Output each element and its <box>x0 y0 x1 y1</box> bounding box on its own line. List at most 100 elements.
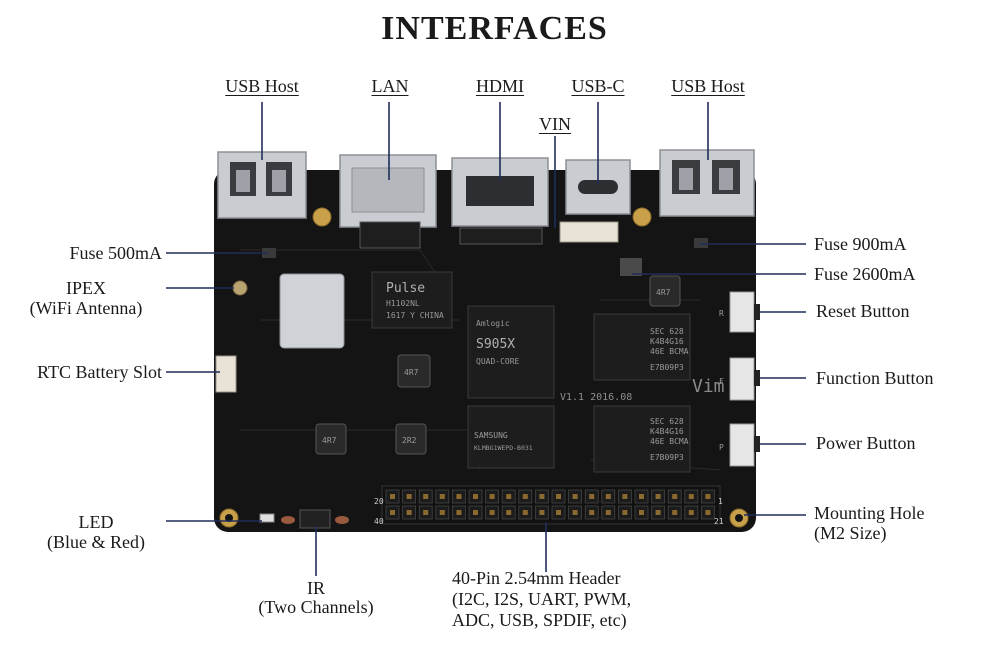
ram-chip-top: SEC 628 K4B4G16 46E BCMA E7B09P3 <box>593 313 691 381</box>
header-pin-tip <box>672 510 678 515</box>
header-pin-tip <box>705 510 711 515</box>
emmc-chip: SAMSUNG KLMBG1WEPD-B031 <box>467 405 555 469</box>
pulse-part: H1102NL <box>386 299 420 308</box>
header-pin-tip <box>522 510 528 515</box>
label-mounting-hole: Mounting Hole <box>814 503 925 523</box>
board-version: V1.1 2016.08 <box>560 392 632 403</box>
header-pin-tip <box>406 510 412 515</box>
header-pin-tip <box>489 494 495 499</box>
inductor-label: 4R7 <box>322 436 337 445</box>
header-pin-tip <box>589 494 595 499</box>
function-button <box>729 357 760 401</box>
label-ir-sub: (Two Channels) <box>258 597 374 617</box>
header-pin-tip <box>489 510 495 515</box>
header-pin-tip <box>572 494 578 499</box>
label-40-pin-header-sub1: (I2C, I2S, UART, PWM, <box>452 589 632 609</box>
usb-host-left-connector <box>217 151 307 219</box>
ram-chip-bottom: SEC 628 K4B4G16 46E BCMA E7B09P3 <box>593 405 691 473</box>
header-pin-tip <box>473 510 478 515</box>
emmc-label: KLMBG1WEPD-B031 <box>474 444 533 452</box>
header-pin-tip <box>639 494 644 499</box>
label-vin: VIN <box>539 114 571 134</box>
header-pin-tip <box>506 494 512 499</box>
label-usb-host-left: USB Host <box>225 76 299 96</box>
soc-brand: Amlogic <box>476 319 510 328</box>
pulse-code: 1617 Y CHINA <box>386 311 444 320</box>
label-ipex: IPEX <box>66 278 106 298</box>
label-led: LED <box>78 512 114 532</box>
emmc-label: SAMSUNG <box>474 431 508 440</box>
header-pin-tip <box>456 494 462 499</box>
header-pin-tip <box>639 510 644 515</box>
ram-label: K4B4G16 <box>650 427 684 436</box>
label-rtc-battery-slot: RTC Battery Slot <box>37 362 162 382</box>
ir-receiver <box>281 509 349 529</box>
header-pin-tip <box>688 494 694 499</box>
inductor-label: 4R7 <box>656 288 671 297</box>
label-hdmi: HDMI <box>476 76 524 96</box>
fuse-2600ma <box>620 258 642 276</box>
soc-model: S905X <box>476 337 515 352</box>
label-function-button: Function Button <box>816 368 934 388</box>
ram-label: 46E BCMA <box>650 347 689 356</box>
page-title: INTERFACES <box>381 10 608 47</box>
leader-lines <box>166 102 806 576</box>
header-pin-tip <box>556 494 561 499</box>
inductor <box>315 423 347 455</box>
fuse-500ma <box>262 248 276 258</box>
header-pin-tip <box>556 510 561 515</box>
header-pin-tip <box>605 494 611 499</box>
pulse-transformer: Pulse H1102NL 1617 Y CHINA <box>371 271 453 329</box>
soc-chip: Amlogic S905X QUAD-CORE <box>467 305 555 399</box>
label-mounting-hole-sub: (M2 Size) <box>814 523 887 543</box>
mounting-hole-top-left <box>312 207 332 227</box>
pulse-brand: Pulse <box>386 281 425 296</box>
board-name: Vim <box>692 376 725 397</box>
usb-host-right-connector <box>659 149 755 217</box>
header-pin-tip <box>423 510 429 515</box>
power-button <box>729 423 760 467</box>
soc-sub: QUAD-CORE <box>476 357 520 366</box>
header-pin-tip <box>390 510 395 515</box>
ram-label: SEC 628 <box>650 327 684 336</box>
label-40-pin-header: 40-Pin 2.54mm Header <box>452 568 621 588</box>
header-pin-tip <box>539 494 545 499</box>
lan-connector <box>339 154 437 249</box>
mounting-hole-top-right <box>632 207 652 227</box>
header-pin-number: 1 <box>718 497 723 506</box>
ram-label: 46E BCMA <box>650 437 689 446</box>
header-pin-number: 40 <box>374 517 384 526</box>
header-pin-number: 20 <box>374 497 384 506</box>
header-pin-tip <box>390 494 395 499</box>
label-usb-c: USB-C <box>571 76 625 96</box>
rtc-battery-slot <box>215 355 237 393</box>
label-fuse-2600ma: Fuse 2600mA <box>814 264 916 284</box>
label-led-sub: (Blue & Red) <box>47 532 145 552</box>
header-pin-tip <box>589 510 595 515</box>
reset-button <box>729 291 760 333</box>
header-pin-tip <box>439 510 445 515</box>
label-fuse-900ma: Fuse 900mA <box>814 234 907 254</box>
label-ipex-sub: (WiFi Antenna) <box>29 298 143 318</box>
header-pin-tip <box>622 510 628 515</box>
header-pin-tip <box>539 510 545 515</box>
label-40-pin-header-sub2: ADC, USB, SPDIF, etc) <box>452 610 627 630</box>
header-pin-tip <box>572 510 578 515</box>
header-pin-tip <box>655 510 661 515</box>
ram-label: K4B4G16 <box>650 337 684 346</box>
label-ir: IR <box>307 578 325 598</box>
header-pin-tip <box>688 510 694 515</box>
wifi-module <box>279 273 345 349</box>
inductor <box>649 275 681 307</box>
header-pin-tip <box>605 510 611 515</box>
label-usb-host-right: USB Host <box>671 76 745 96</box>
button-letter: F <box>719 377 724 386</box>
header-pin-tip <box>522 494 528 499</box>
header-pin-tip <box>506 510 512 515</box>
gpio-40-pin-header <box>381 485 721 525</box>
header-pin-tip <box>456 510 462 515</box>
label-power-button: Power Button <box>816 433 916 453</box>
label-reset-button: Reset Button <box>816 301 910 321</box>
fuse-900ma <box>694 238 708 248</box>
